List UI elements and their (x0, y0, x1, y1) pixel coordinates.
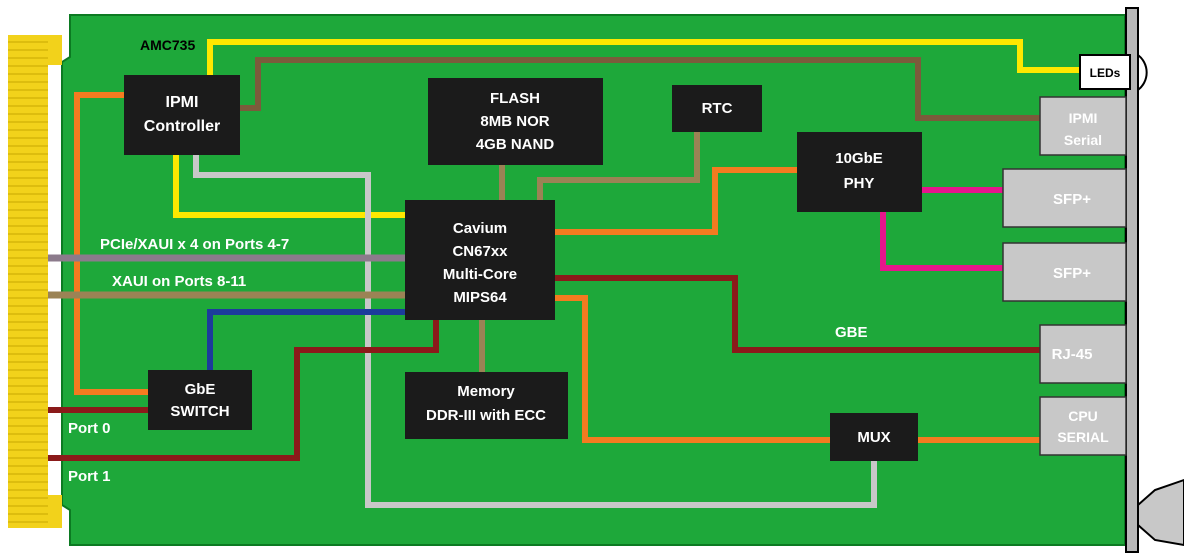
trace-port1-darkred (48, 320, 439, 461)
sfp-2-label: SFP+ (1053, 265, 1091, 282)
ipmi-line-2: Controller (144, 118, 220, 135)
pcie-xaui-label: PCIe/XAUI x 4 on Ports 4-7 (100, 236, 289, 253)
ipmi-controller-chip: IPMI Controller (124, 75, 240, 155)
cpu-line-4: MIPS64 (453, 289, 507, 306)
rtc-chip: RTC (672, 85, 762, 132)
port-sfp-2: SFP+ (1002, 242, 1127, 302)
gbe-switch-chip: GbE SWITCH (148, 370, 252, 430)
port-rj45: RJ-45 (1039, 324, 1127, 384)
flash-line-2: 8MB NOR (480, 113, 549, 130)
switch-line-1: GbE (185, 381, 216, 398)
trace-ipmi-serial-brown (240, 57, 1040, 121)
sfp-1-label: SFP+ (1053, 191, 1091, 208)
10gbe-phy-chip: 10GbE PHY (797, 132, 922, 212)
ipmi-serial-line-2: Serial (1064, 132, 1102, 148)
memory-line-1: Memory (457, 383, 515, 400)
trace-switch-cpu-blue (207, 309, 405, 370)
mux-label: MUX (857, 429, 890, 446)
cpu-serial-line-2: SERIAL (1057, 429, 1109, 445)
ipmi-line-1: IPMI (166, 94, 199, 111)
cpu-serial-line-1: CPU (1068, 408, 1098, 424)
cpu-line-1: Cavium (453, 220, 507, 237)
trace-phy-sfp2-magenta (880, 212, 1003, 271)
phy-line-2: PHY (844, 175, 875, 192)
trace-leds-yellow (207, 39, 1080, 75)
cpu-line-3: Multi-Core (443, 266, 517, 283)
port-leds: LEDs (1079, 54, 1131, 90)
trace-cpu-phy-orange (555, 167, 797, 235)
leds-label: LEDs (1090, 66, 1121, 80)
port-cpu-serial: CPU SERIAL (1039, 396, 1127, 456)
xaui-label: XAUI on Ports 8-11 (112, 273, 246, 290)
edge-connector (8, 35, 62, 528)
traces (48, 39, 1080, 508)
switch-line-2: SWITCH (170, 403, 229, 420)
flash-line-3: 4GB NAND (476, 136, 555, 153)
board-title: AMC735 (140, 37, 195, 53)
port-0-label: Port 0 (68, 420, 111, 437)
rtc-label: RTC (702, 100, 733, 117)
mux-chip: MUX (830, 413, 918, 461)
port-1-label: Port 1 (68, 468, 111, 485)
ipmi-serial-line-1: IPMI (1069, 110, 1098, 126)
trace-ipmi-switch-orange (74, 92, 148, 395)
cpu-line-2: CN67xx (452, 243, 508, 260)
gbe-label: GBE (835, 324, 868, 341)
flash-chip: FLASH 8MB NOR 4GB NAND (428, 78, 603, 165)
trace-cpu-rtc-tan (537, 132, 700, 200)
trace-ipmi-to-cpu-yellow (173, 150, 405, 218)
memory-line-2: DDR-III with ECC (426, 407, 546, 424)
phy-line-1: 10GbE (835, 150, 883, 167)
rj45-label: RJ-45 (1052, 346, 1093, 363)
port-ipmi-serial: IPMI Serial (1039, 96, 1127, 156)
front-panel-bracket (1125, 7, 1184, 553)
flash-line-1: FLASH (490, 90, 540, 107)
trace-ipmi-mux-gray (193, 150, 877, 508)
trace-cpu-rj45-darkred (555, 275, 1040, 353)
port-sfp-1: SFP+ (1002, 168, 1127, 228)
trace-cpu-mux-orange (555, 295, 830, 443)
